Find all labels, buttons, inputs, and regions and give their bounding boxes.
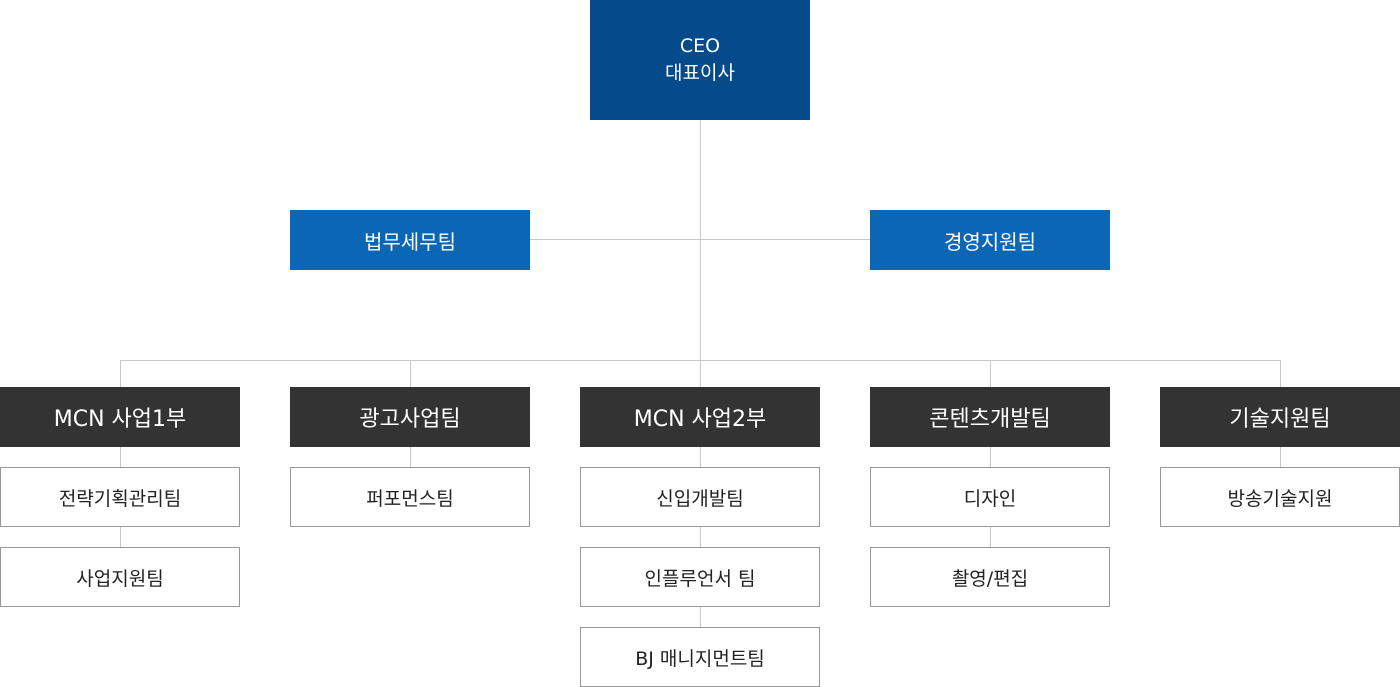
dept-box-mcn-2: MCN 사업2부 bbox=[580, 387, 820, 447]
dept-drop-line bbox=[1280, 360, 1281, 387]
team-label: 전략기획관리팀 bbox=[58, 487, 182, 510]
dept-label: 콘텐츠개발팀 bbox=[929, 407, 1051, 432]
staff-line bbox=[530, 239, 870, 240]
team-label: 디자인 bbox=[963, 487, 1017, 510]
dept-box-mcn-1: MCN 사업1부 bbox=[0, 387, 240, 447]
team-box: BJ 매니지먼트팀 bbox=[580, 627, 820, 687]
staff-label: 법무세무팀 bbox=[364, 229, 456, 254]
dept-drop-line bbox=[990, 360, 991, 387]
team-box: 디자인 bbox=[870, 467, 1110, 527]
team-line bbox=[1280, 447, 1281, 467]
trunk-line bbox=[700, 120, 701, 387]
dept-label: MCN 사업1부 bbox=[53, 407, 187, 432]
dept-box-content-dev: 콘텐츠개발팀 bbox=[870, 387, 1110, 447]
ceo-box: CEO 대표이사 bbox=[590, 0, 810, 120]
dept-drop-line bbox=[120, 360, 121, 387]
team-label: 퍼포먼스팀 bbox=[366, 487, 454, 510]
team-label: 촬영/편집 bbox=[951, 567, 1029, 590]
dept-box-advertising: 광고사업팀 bbox=[290, 387, 530, 447]
team-line bbox=[410, 447, 411, 467]
team-line bbox=[700, 447, 701, 627]
ceo-subtitle: 대표이사 bbox=[665, 62, 735, 84]
team-label: 사업지원팀 bbox=[76, 567, 164, 590]
team-box: 촬영/편집 bbox=[870, 547, 1110, 607]
staff-box-legal-tax: 법무세무팀 bbox=[290, 210, 530, 270]
dept-label: MCN 사업2부 bbox=[633, 407, 767, 432]
team-box: 전략기획관리팀 bbox=[0, 467, 240, 527]
team-box: 퍼포먼스팀 bbox=[290, 467, 530, 527]
dept-box-tech-support: 기술지원팀 bbox=[1160, 387, 1400, 447]
dept-label: 광고사업팀 bbox=[359, 407, 461, 432]
team-box: 사업지원팀 bbox=[0, 547, 240, 607]
team-box: 인플루언서 팀 bbox=[580, 547, 820, 607]
team-label: BJ 매니지먼트팀 bbox=[635, 647, 765, 670]
team-box: 방송기술지원 bbox=[1160, 467, 1400, 527]
dept-bus-line bbox=[120, 360, 1281, 361]
staff-label: 경영지원팀 bbox=[944, 229, 1036, 254]
staff-box-management-support: 경영지원팀 bbox=[870, 210, 1110, 270]
ceo-title: CEO bbox=[679, 35, 721, 57]
team-label: 방송기술지원 bbox=[1227, 487, 1333, 510]
team-label: 신입개발팀 bbox=[656, 487, 744, 510]
dept-drop-line bbox=[410, 360, 411, 387]
team-box: 신입개발팀 bbox=[580, 467, 820, 527]
dept-label: 기술지원팀 bbox=[1229, 407, 1331, 432]
team-label: 인플루언서 팀 bbox=[644, 567, 756, 590]
